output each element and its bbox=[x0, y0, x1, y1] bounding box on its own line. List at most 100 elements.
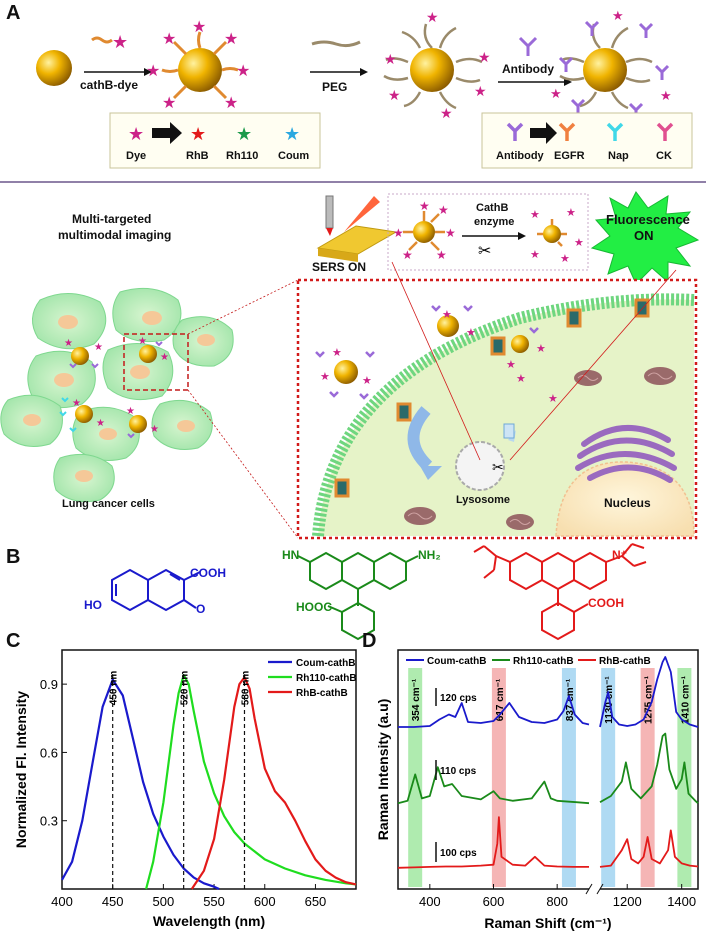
legend-ab-nap bbox=[606, 122, 624, 141]
chart-c-frame bbox=[61, 649, 357, 890]
chart-d-xtick-label: 1400 bbox=[667, 894, 696, 909]
chart-d-band-label: 617 cm⁻¹ bbox=[495, 678, 506, 721]
chart-c-legend-label: RhB-cathB bbox=[296, 688, 348, 699]
coum-ho: HO bbox=[84, 598, 102, 612]
svg-text:★: ★ bbox=[146, 63, 160, 80]
chart-c-legend-label: Rh110-cathB bbox=[296, 673, 357, 684]
legend-arrow-ab bbox=[530, 122, 557, 144]
panel-label-b: B bbox=[6, 546, 21, 568]
legend-ck: CK bbox=[656, 150, 672, 162]
svg-text:★: ★ bbox=[112, 32, 128, 52]
chart-d-series-line-2-1 bbox=[599, 829, 699, 868]
chart-c-xtick-label: 400 bbox=[51, 894, 73, 909]
chart-c-xtick-label: 450 bbox=[102, 894, 124, 909]
svg-text:★: ★ bbox=[393, 226, 404, 240]
chart-c-xtick-label: 500 bbox=[153, 894, 175, 909]
svg-text:★: ★ bbox=[438, 203, 449, 217]
svg-text:★: ★ bbox=[574, 237, 584, 249]
svg-text:★: ★ bbox=[138, 336, 147, 347]
chart-c-xtick-label: 650 bbox=[305, 894, 327, 909]
chart-d-band-label: 354 cm⁻¹ bbox=[411, 678, 422, 721]
svg-text:★: ★ bbox=[548, 393, 558, 405]
guide-line-1 bbox=[391, 261, 481, 461]
np-before-enzyme: ★★★★★★ bbox=[393, 199, 456, 262]
chart-c-xtick-label: 600 bbox=[254, 894, 276, 909]
fluorescence-label-1: Fluorescence bbox=[606, 212, 690, 227]
svg-text:★: ★ bbox=[550, 86, 562, 101]
chart-d-band-label: 1410 cm⁻¹ bbox=[680, 675, 691, 724]
fluorescence-burst bbox=[590, 191, 700, 285]
svg-text:★: ★ bbox=[94, 342, 103, 353]
chart-d-band bbox=[561, 668, 576, 887]
enzyme-label-1: CathB bbox=[476, 202, 509, 214]
chart-d-scale-label: 110 cps bbox=[440, 766, 477, 777]
svg-text:★: ★ bbox=[612, 8, 624, 23]
legend-star-coum: ★ bbox=[284, 124, 300, 144]
panel-label-c: C bbox=[6, 630, 21, 652]
svg-text:★: ★ bbox=[192, 19, 206, 36]
scissors-icon: ✂ bbox=[478, 243, 491, 260]
chart-c-ytick-label: 0.9 bbox=[40, 677, 58, 692]
legend-star-dye: ★ bbox=[128, 124, 144, 144]
enzyme-label-2: enzyme bbox=[474, 216, 515, 228]
coum-cooh: COOH bbox=[190, 566, 226, 580]
chart-c-series-line-2 bbox=[190, 676, 357, 890]
chart-c-series-line-1 bbox=[145, 673, 357, 890]
chart-d-legend-label: Rh110-cathB bbox=[513, 656, 574, 667]
svg-text:★: ★ bbox=[506, 359, 516, 371]
legend-egfr: EGFR bbox=[554, 150, 585, 162]
antibody-icon bbox=[518, 36, 538, 56]
svg-text:★: ★ bbox=[150, 424, 159, 435]
svg-text:★: ★ bbox=[530, 209, 540, 221]
chart-c-xtick-label: 550 bbox=[203, 894, 225, 909]
chart-c-ytick-label: 0.6 bbox=[40, 745, 58, 760]
svg-text:★: ★ bbox=[160, 352, 169, 363]
panel-label-a: A bbox=[6, 2, 21, 24]
sers-on-label: SERS ON bbox=[312, 260, 367, 274]
chart-d-axis-break-mark bbox=[585, 883, 593, 895]
step-label-cathb-dye: cathB-dye bbox=[80, 78, 139, 92]
svg-text:★: ★ bbox=[560, 253, 570, 265]
rhb-n-plus: N⁺ bbox=[612, 548, 627, 562]
svg-text:★: ★ bbox=[442, 309, 452, 321]
rh110-nh2: NH₂ bbox=[418, 548, 441, 562]
svg-text:★: ★ bbox=[474, 83, 487, 99]
cell-membrane bbox=[312, 293, 695, 537]
multi-targeted-title-2: multimodal imaging bbox=[58, 228, 172, 242]
guide-line-2 bbox=[509, 269, 677, 461]
chart-c-legend-label: Coum-cathB bbox=[296, 658, 355, 669]
chart-d-scale-label: 100 cps bbox=[440, 848, 477, 859]
chart-d-axis-break-mark bbox=[596, 883, 604, 895]
svg-text:★: ★ bbox=[426, 9, 439, 25]
peg-icon bbox=[311, 40, 361, 48]
nucleus-label: Nucleus bbox=[604, 496, 651, 510]
chart-c-xlabel: Wavelength (nm) bbox=[153, 913, 265, 929]
chart-d-legend-label: RhB-cathB bbox=[599, 656, 651, 667]
svg-text:★: ★ bbox=[126, 406, 135, 417]
svg-text:★: ★ bbox=[332, 347, 342, 359]
egfr-receptors bbox=[334, 298, 650, 498]
svg-text:★: ★ bbox=[64, 338, 73, 349]
svg-text:★: ★ bbox=[436, 248, 447, 262]
legend-ab-generic bbox=[506, 122, 524, 141]
legend-nap: Nap bbox=[608, 150, 629, 162]
chart-d-series-line-2-0 bbox=[397, 816, 589, 869]
svg-text:★: ★ bbox=[362, 375, 372, 387]
chart-d-band bbox=[601, 668, 616, 887]
chart-d-series-line-0-1 bbox=[599, 656, 699, 728]
legend-antibody: Antibody bbox=[496, 150, 544, 162]
chart-c-ytick-label: 0.3 bbox=[40, 814, 58, 829]
np-after-enzyme: ★★★★★ bbox=[530, 207, 584, 265]
chart-d-band bbox=[640, 668, 655, 887]
coum-o: O bbox=[196, 602, 206, 616]
zoom-box bbox=[123, 333, 189, 391]
legend-arrow-dye bbox=[152, 122, 182, 144]
svg-text:★: ★ bbox=[72, 398, 81, 409]
svg-text:★: ★ bbox=[445, 226, 456, 240]
legend-rhb: RhB bbox=[186, 150, 209, 162]
np-with-dyes: ★★★ ★★★★ bbox=[146, 19, 250, 112]
fluorescence-label-2: ON bbox=[634, 228, 654, 243]
